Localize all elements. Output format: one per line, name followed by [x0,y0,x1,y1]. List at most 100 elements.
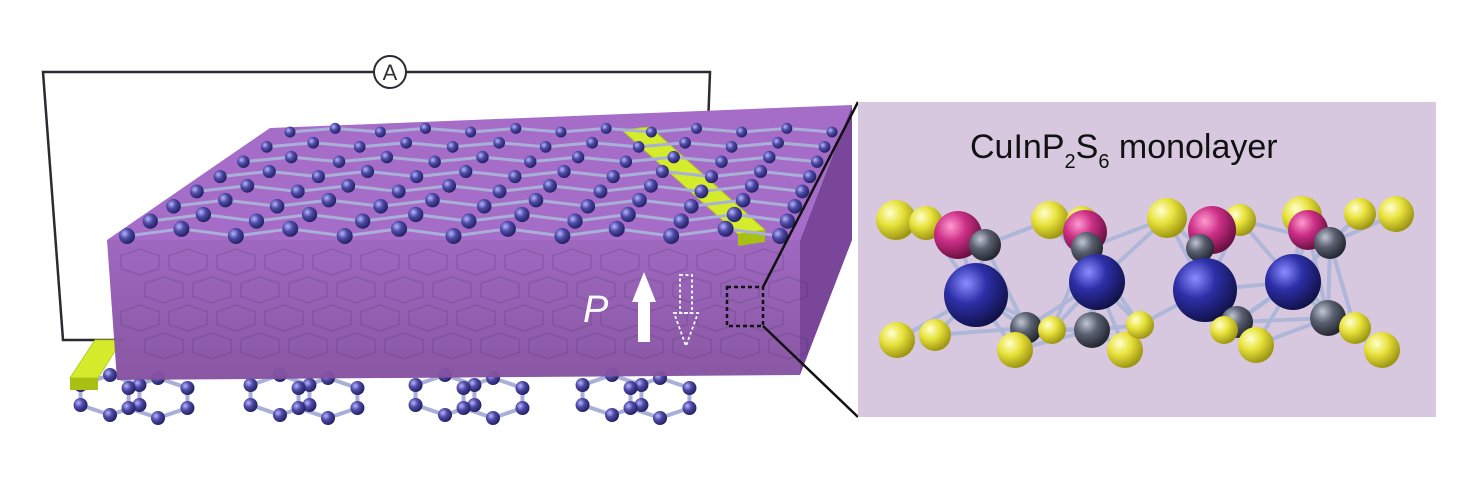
graphene-atom [321,411,335,425]
graphene-atom [213,170,227,184]
graphene-atom [269,199,285,214]
graphene-atom [682,401,697,415]
zoom-leader-lines [761,101,860,418]
cips-crystal-structure [876,196,1414,368]
sulfur-atom [879,322,915,358]
graphene-atom [132,378,147,392]
zoom-region-box [725,285,765,328]
graphene-atom [803,170,817,184]
graphene-atom [353,141,366,153]
graphene-atom [425,192,440,208]
graphene-atom [605,408,619,422]
top-graphene-layer [119,122,838,244]
sulfur-atom [876,200,916,240]
graphene-atom [461,213,477,229]
graphene-atom [653,411,667,425]
indium-atom [1173,258,1237,322]
graphene-atom [736,126,748,138]
graphene-atom [567,213,583,229]
graphene-atom [166,199,181,214]
indium-atom [944,263,1008,327]
graphene-atom [575,378,590,392]
graphene-atom [492,184,507,199]
graphene-atom [772,228,788,244]
graphene-atom [355,213,371,229]
graphene-atom [446,141,459,153]
graphene-atom [302,398,317,412]
graphene-atom [173,220,190,237]
graphene-atom [726,206,742,223]
graphene-atom [456,401,471,415]
graphene-atom [465,126,477,138]
graphene-atom [142,213,158,229]
slab-front-face [107,240,800,380]
graphene-atom [121,401,136,415]
graphene-atom [763,150,776,164]
graphene-atom [350,401,365,415]
graphene-atom [121,381,136,395]
graphene-atom [644,178,658,193]
graphene-atom [818,141,831,153]
graphene-atom [374,126,386,138]
graphene-atom [623,381,638,395]
graphene-atom [391,220,408,237]
graphene-atom [332,155,346,168]
graphene-atom [772,136,784,149]
graphene-atom [694,184,709,199]
indium-atom [1265,254,1321,310]
graphene-atom [285,150,298,164]
graphene-atom [248,213,265,229]
graphene-atom [486,411,500,425]
graphene-atom [408,206,424,223]
sulfur-atom [1107,332,1143,368]
graphene-atom [189,184,204,199]
inset-panel [858,102,1436,417]
graphene-atom [715,155,728,168]
graphene-atom [717,220,734,237]
graphene-atom [476,199,492,214]
graphene-atom [307,136,320,149]
graphene-atom [400,136,413,149]
graphene-atom [273,408,287,422]
graphene-atom [725,141,738,153]
graphene-atom [634,378,649,392]
graphene-atom [442,178,457,193]
bottom-electrode-side [70,378,98,390]
graphene-atom [350,381,365,395]
graphene-atom [645,126,657,138]
graphene-atom [586,136,598,149]
graphene-atom [195,206,212,223]
graphene-atom [779,213,796,229]
phosphorus-atom [969,229,1001,261]
graphene-atom [515,401,530,415]
graphene-atom [445,228,462,244]
graphene-atom [408,398,423,412]
graphene-atom [459,164,473,178]
graphene-atom [620,206,636,223]
graphene-atom [476,150,489,164]
graphene-atom [795,184,810,199]
graphene-atom [290,184,305,199]
graphene-atom [735,192,751,208]
sulfur-atom [1344,198,1376,230]
graphene-atom [787,199,803,214]
graphene-atom [826,126,838,138]
sulfur-atom [1126,311,1154,339]
sulfur-atom [1238,327,1274,363]
graphene-atom [103,368,117,382]
graphene-atom [663,228,680,244]
phosphorus-atom [1314,227,1346,259]
graphene-atom [321,192,337,208]
graphene-atom [373,199,388,214]
graphene-atom [291,401,306,415]
graphene-atom [499,220,516,237]
graphene-atom [119,228,135,244]
graphene-atom [467,378,482,392]
graphene-atom [132,398,147,412]
graphene-atom [684,199,699,214]
graphene-atom [243,378,258,392]
graphene-atom [655,164,669,178]
graphene-atom [571,150,585,164]
graphene-atom [218,192,233,208]
graphene-atom [103,408,117,422]
